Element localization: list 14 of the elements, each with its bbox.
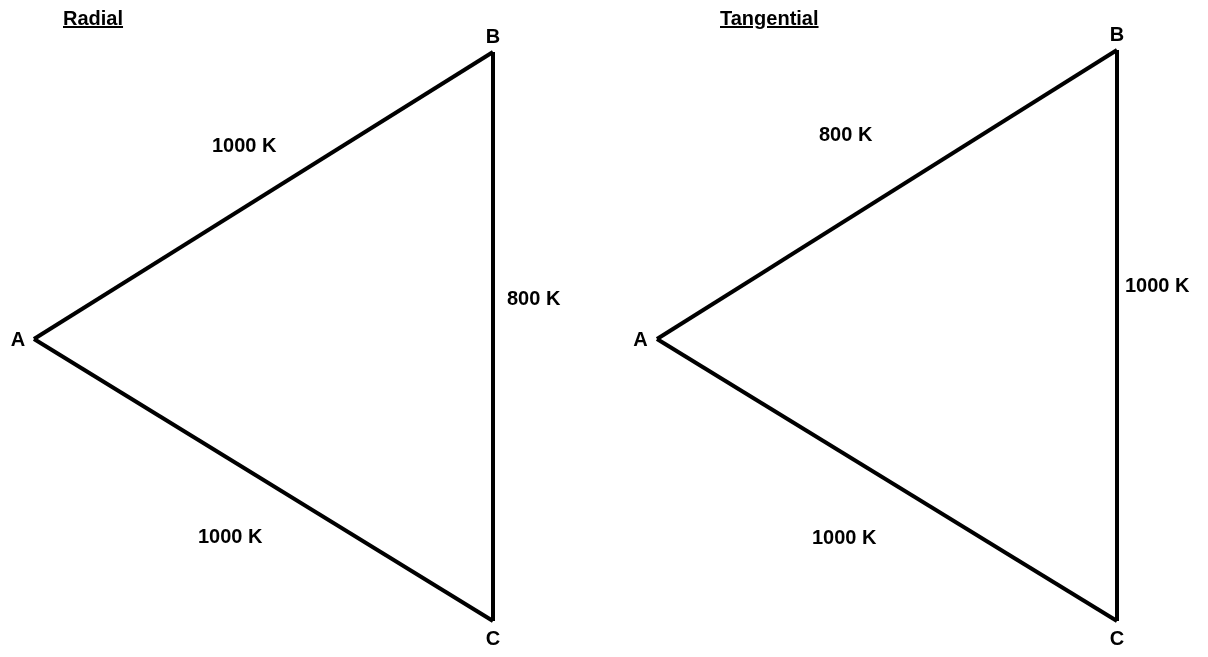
triangle-side [655, 48, 1119, 341]
vertex-label: A [633, 329, 648, 349]
triangle-side [655, 337, 1119, 623]
vertex-label: C [485, 628, 501, 648]
vertex-label: B [485, 26, 501, 46]
triangle-side [32, 50, 495, 341]
triangle-side [1115, 50, 1119, 621]
panel-heading: Tangential [720, 8, 819, 28]
vertex-label: C [1109, 628, 1125, 648]
triangle-side [491, 52, 495, 621]
vertex-label: A [10, 329, 26, 349]
vertex-label: B [1109, 24, 1125, 44]
panel-heading: Radial [63, 8, 124, 28]
triangle-side [32, 337, 495, 623]
